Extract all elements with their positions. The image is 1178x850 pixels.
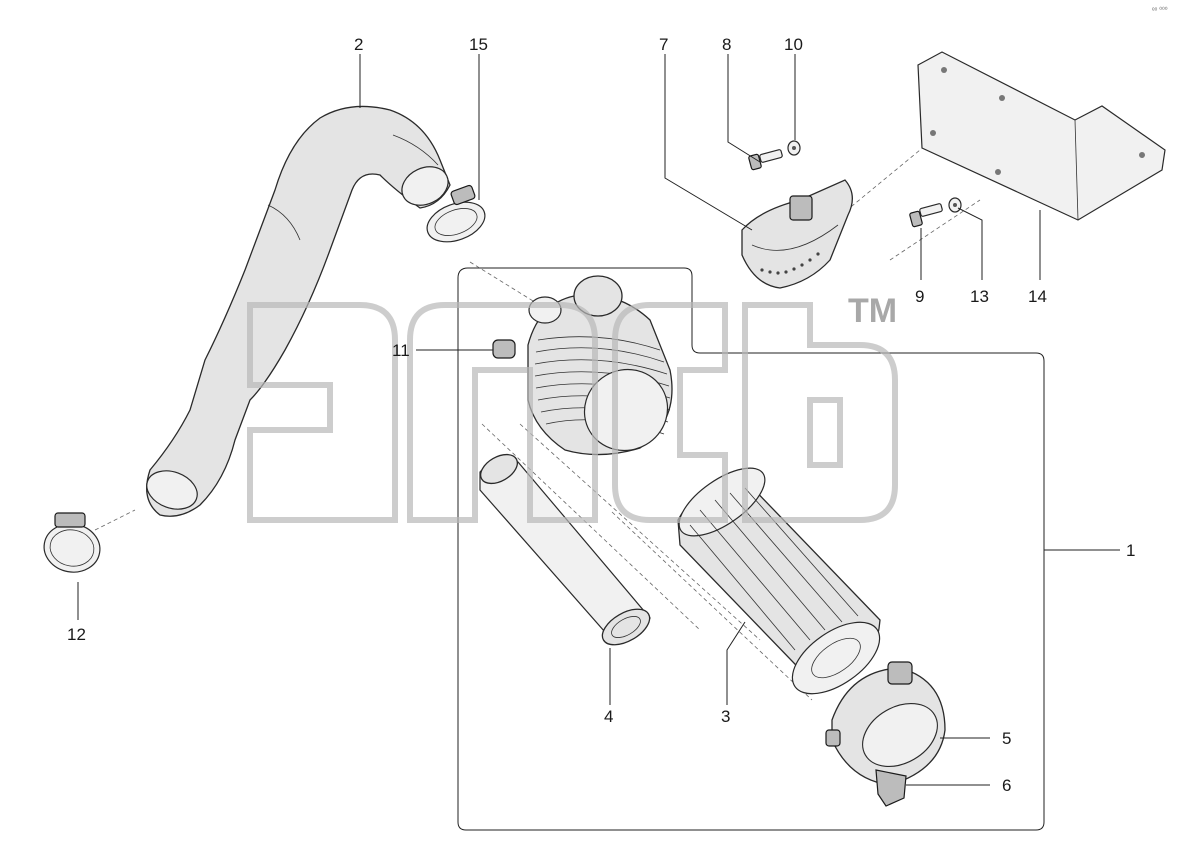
- main-filter-element: [677, 467, 881, 695]
- callout-8: 8: [722, 35, 731, 54]
- callout-3: 3: [721, 707, 730, 726]
- band-perforations: [760, 252, 820, 275]
- callout-14: 14: [1028, 287, 1047, 306]
- callout-labels: 1 2 3 4 5 6 7 8 9 10 11 12 13 14 15: [67, 35, 1135, 795]
- leader-lines: [77, 54, 1120, 786]
- watermark-logo: TM: [247, 292, 898, 523]
- callout-1: 1: [1126, 541, 1135, 560]
- hose-clamp-top: [426, 184, 486, 243]
- safety-filter-element: [479, 453, 651, 646]
- watermark-trademark: TM: [848, 292, 897, 330]
- filter-pleats: [689, 487, 859, 651]
- callout-6: 6: [1002, 776, 1011, 795]
- washer-lower: [948, 197, 962, 213]
- callout-12: 12: [67, 625, 86, 644]
- filter-housing: [492, 275, 673, 456]
- callout-9: 9: [915, 287, 924, 306]
- end-cover: [825, 661, 946, 786]
- callout-5: 5: [1002, 729, 1011, 748]
- mounting-bracket: [917, 51, 1166, 221]
- bolt-upper: [748, 149, 783, 171]
- callout-10: 10: [784, 35, 803, 54]
- callout-13: 13: [970, 287, 989, 306]
- callout-2: 2: [354, 35, 363, 54]
- callout-11: 11: [392, 341, 410, 360]
- assembly-frame: [457, 267, 1045, 831]
- callout-15: 15: [469, 35, 488, 54]
- dust-valve: [875, 769, 907, 807]
- hose-clamp-bottom: [43, 512, 101, 573]
- washer-upper: [787, 140, 801, 156]
- bolt-lower: [909, 203, 943, 228]
- corner-mark: ᵉᵒ ⁰⁰⁰: [1152, 6, 1168, 14]
- callout-7: 7: [659, 35, 668, 54]
- mounting-band: [741, 179, 853, 289]
- intake-hose: [146, 105, 451, 517]
- callout-4: 4: [604, 707, 613, 726]
